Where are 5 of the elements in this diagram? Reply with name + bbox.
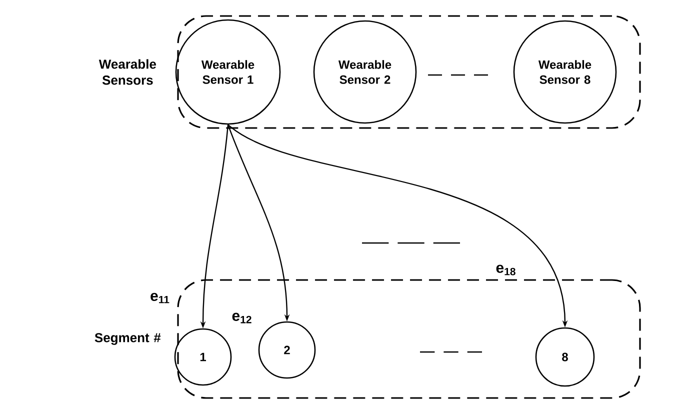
edge-label: e$_{11}$ <box>149 292 171 304</box>
edge-label: e$_{18}$ <box>494 264 518 276</box>
node-label: Wearable Sensors <box>98 59 156 85</box>
node-label: Segment # <box>94 333 161 345</box>
edge-label: e$_{12}$ <box>230 312 254 324</box>
